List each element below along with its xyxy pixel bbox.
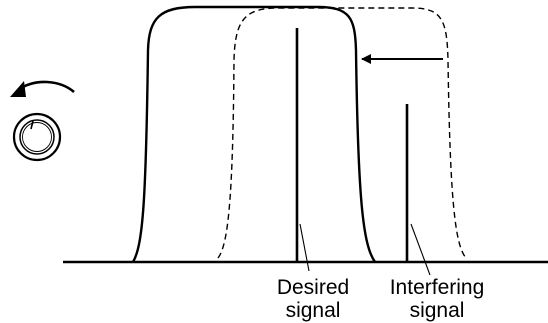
desired-signal-leader	[299, 223, 310, 272]
desired-signal-label-line1: Desired	[277, 276, 349, 299]
original-passband-dashed	[217, 7, 467, 259]
desired-signal-label-line2: signal	[286, 299, 341, 322]
interfering-signal-label-line1: Interfering	[390, 276, 485, 299]
counterclockwise-arrow-icon	[10, 80, 75, 97]
interfering-signal-label-line2: signal	[410, 299, 465, 322]
shifted-passband	[131, 5, 376, 263]
interfering-signal-leader	[410, 223, 431, 276]
rotary-knob-icon	[12, 112, 62, 162]
